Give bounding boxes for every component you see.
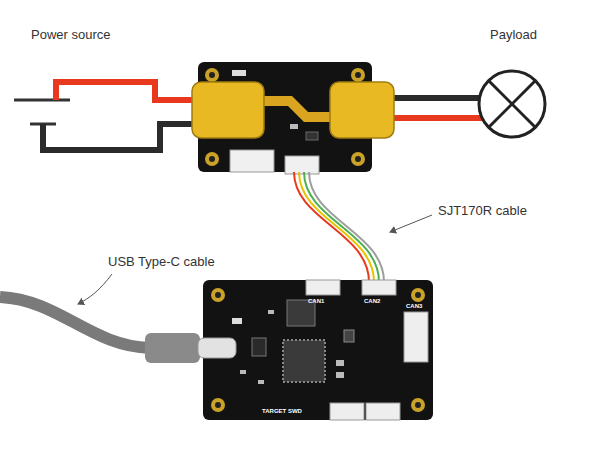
mount-hole	[355, 72, 361, 78]
mount-hole	[351, 152, 365, 166]
mount-hole	[411, 288, 425, 302]
smd-part	[336, 372, 344, 378]
cable-wire	[294, 172, 369, 282]
connector-name: CAN3	[406, 303, 422, 310]
copper-trace	[262, 96, 332, 122]
red-wire	[56, 82, 196, 100]
smd-part	[258, 380, 264, 384]
mount-hole	[211, 288, 225, 302]
header-connector	[330, 403, 364, 420]
smd-part	[306, 132, 318, 140]
smd-part	[344, 330, 354, 342]
mount-hole	[351, 68, 365, 82]
header-connector	[306, 280, 340, 295]
black-wire	[43, 124, 196, 150]
leader-line	[78, 274, 112, 304]
red-wire	[392, 115, 482, 121]
mount-hole	[415, 402, 421, 408]
cable-wire	[309, 172, 384, 282]
mount-hole	[211, 398, 225, 412]
smd-part	[290, 124, 298, 129]
xt-connector	[330, 82, 394, 138]
lamp-symbol	[479, 71, 545, 137]
battery-plate	[14, 99, 70, 102]
header-connector	[366, 403, 400, 420]
xt-connector	[192, 82, 264, 138]
ic-chip	[252, 338, 266, 356]
connector-name: CAN2	[364, 298, 380, 305]
callout-label: SJT170R cable	[438, 203, 527, 218]
mount-hole	[209, 72, 215, 78]
debug-board	[203, 280, 433, 420]
part-label: Payload	[490, 27, 537, 42]
mount-hole	[215, 402, 221, 408]
black-wire	[392, 95, 482, 101]
header-connector	[362, 280, 396, 295]
callout-label: USB Type-C cable	[108, 254, 215, 269]
usb-cable	[0, 297, 150, 348]
smd-part	[232, 318, 242, 324]
cable-wire	[304, 172, 379, 282]
mount-hole	[205, 152, 219, 166]
usb-plug	[145, 333, 200, 363]
mount-hole	[205, 68, 219, 82]
mount-hole	[415, 292, 421, 298]
smd-part	[232, 70, 246, 76]
smd-part	[240, 370, 246, 374]
part-label: Power source	[31, 27, 110, 42]
usb-receptacle	[198, 338, 236, 358]
mount-hole	[355, 156, 361, 162]
lamp-cross	[489, 81, 535, 127]
connector-name: TARGET SWD	[262, 408, 302, 415]
smd-part	[268, 310, 274, 314]
connector-name: CAN1	[308, 298, 324, 305]
lamp-cross	[489, 81, 535, 127]
header-connector	[230, 150, 274, 172]
mount-hole	[411, 398, 425, 412]
cable-wire	[299, 172, 374, 282]
leader-line	[390, 215, 432, 232]
mcu-chip	[283, 340, 325, 382]
mount-hole	[215, 292, 221, 298]
smd-part	[336, 360, 344, 366]
header-connector	[404, 312, 428, 362]
header-connector	[285, 156, 319, 174]
mount-hole	[209, 156, 215, 162]
